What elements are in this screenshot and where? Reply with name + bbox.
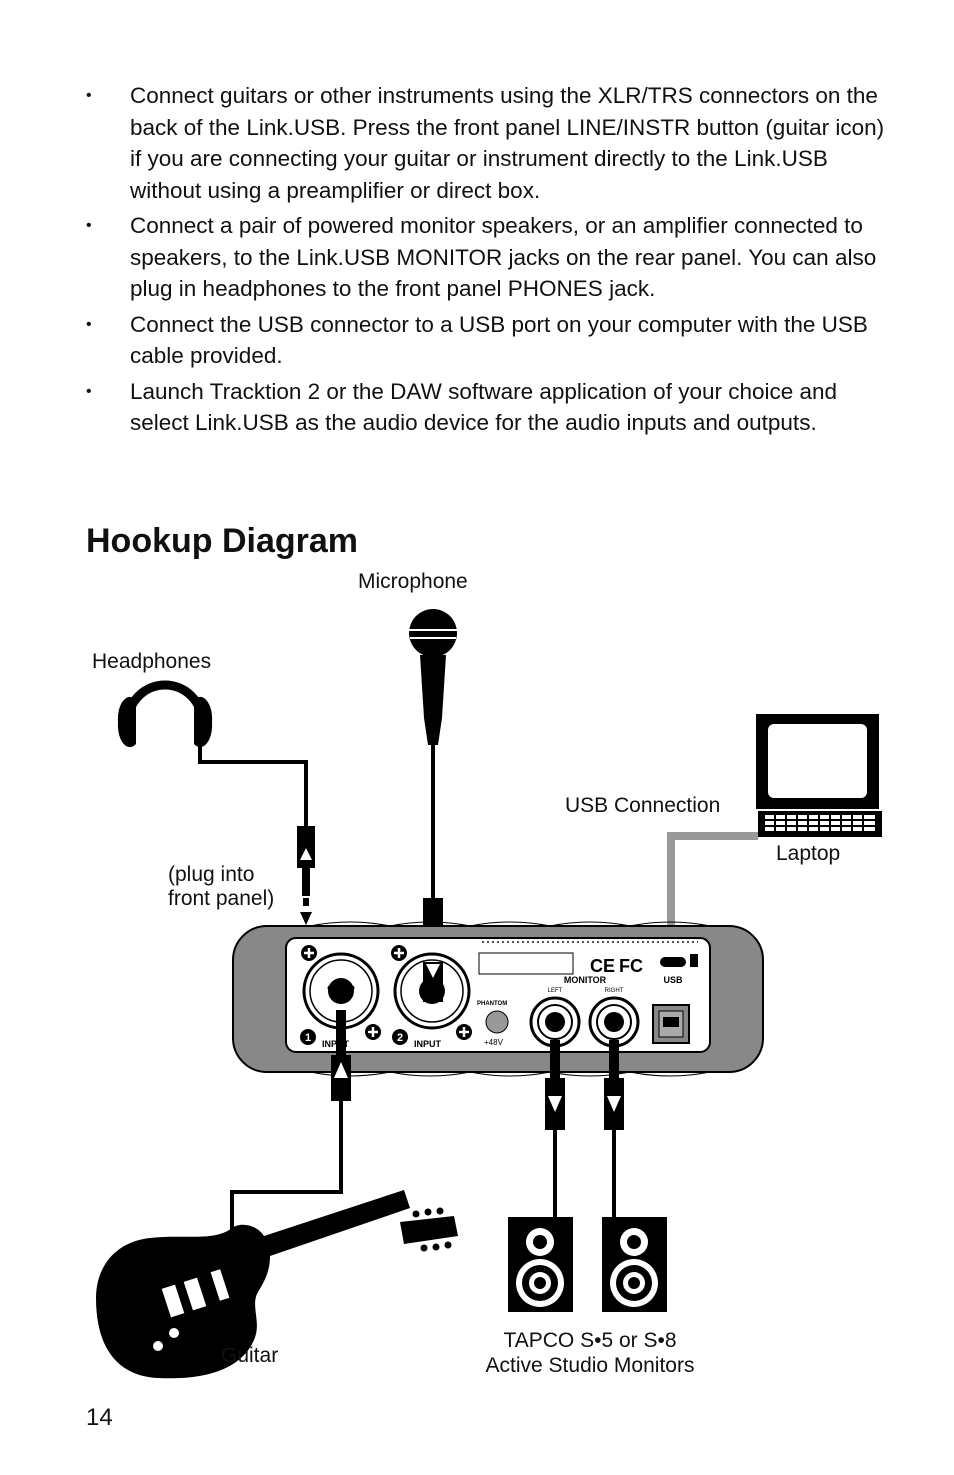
monitor-right-label: RIGHT — [605, 988, 624, 994]
screw-icon — [365, 1024, 381, 1040]
plug-into-label: (plug into — [168, 863, 255, 886]
usb-port-label: USB — [663, 975, 683, 985]
laptop-label: Laptop — [776, 842, 841, 865]
phantom-label: PHANTOM — [477, 1001, 507, 1007]
bullet-item: • Connect guitars or other instruments us… — [86, 80, 886, 206]
input-2-label: INPUT — [414, 1039, 442, 1049]
phantom-button — [485, 1010, 509, 1034]
monitor-label: MONITOR — [564, 975, 607, 985]
front-panel-label: front panel) — [168, 887, 275, 910]
bullet-list: • Connect guitars or other instruments us… — [86, 80, 886, 443]
monitors-type-label: Active Studio Monitors — [485, 1354, 695, 1377]
bullet-dot: • — [86, 315, 92, 333]
guitar-label: Guitar — [221, 1344, 279, 1367]
monitor-left-jack — [529, 996, 581, 1048]
screw-icon — [391, 945, 407, 961]
guitar-icon — [96, 1190, 458, 1379]
monitor-left-label: LEFT — [548, 988, 563, 994]
bullet-item: • Connect a pair of powered monitor speak… — [86, 210, 886, 305]
ce-mark: CE — [590, 956, 615, 976]
screw-icon — [301, 945, 317, 961]
usb-connection-label: USB Connection — [565, 794, 721, 817]
headphones-label: Headphones — [92, 650, 212, 673]
guitar-cable — [230, 1010, 351, 1240]
monitors-model-label: TAPCO S•5 or S•8 — [503, 1329, 677, 1352]
bullet-text: Connect a pair of powered monitor speake… — [130, 213, 877, 301]
speaker-right-icon — [602, 1217, 667, 1312]
speaker-left-icon — [508, 1217, 573, 1312]
page-number: 14 — [86, 1404, 113, 1431]
bullet-text: Connect the USB connector to a USB port … — [130, 311, 868, 369]
xlr-plug — [423, 962, 443, 1002]
bullet-item: • Launch Tracktion 2 or the DAW software … — [86, 376, 886, 439]
monitor-cable-left — [545, 1040, 565, 1218]
bullet-dot: • — [86, 382, 92, 400]
section-heading: Hookup Diagram — [86, 522, 359, 560]
bullet-item: • Connect the USB connector to a USB port… — [86, 309, 886, 372]
input-2-number: 2 — [397, 1032, 403, 1044]
bullet-dot: • — [86, 87, 92, 104]
bullet-text: Launch Tracktion 2 or the DAW software a… — [130, 378, 838, 436]
laptop-icon — [756, 714, 882, 837]
bullet-text: Connect guitars or other instruments usi… — [130, 83, 885, 203]
monitor-right-jack — [588, 996, 640, 1048]
input-1-label: INPUT — [322, 1039, 350, 1049]
input-1-number: 1 — [305, 1032, 311, 1044]
phantom-voltage-label: +48V — [484, 1038, 504, 1047]
bullet-dot: • — [86, 217, 92, 234]
fc-mark: FC — [619, 956, 643, 976]
link-usb-device: 1 2 INPUT INPUT CE FC PHANTOM +48V MONIT… — [232, 921, 764, 1077]
xlr-input-1 — [302, 952, 380, 1030]
microphone-label: Microphone — [358, 570, 468, 593]
lock-icon — [660, 954, 698, 967]
headphones-icon — [117, 680, 315, 925]
screw-icon — [456, 1024, 472, 1040]
monitor-cable-right — [604, 1040, 624, 1218]
